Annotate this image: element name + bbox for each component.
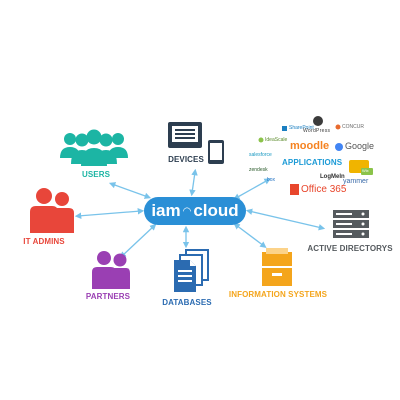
databases-icon	[174, 249, 209, 292]
connectors	[74, 168, 326, 259]
wix-icon	[361, 168, 373, 175]
information-systems-label: INFORMATION SYSTEMS	[228, 290, 328, 299]
app-concur: CONCUR	[342, 124, 364, 130]
app-wordpress: WordPress	[303, 128, 331, 134]
app-office365: Office 365	[301, 184, 347, 195]
hub-iam-text: iam	[151, 201, 181, 220]
partners-icon	[92, 251, 130, 289]
app-ideascale: IdeaScale	[265, 137, 288, 143]
app-logo-marks	[258, 116, 373, 195]
active-directorys-icon	[333, 210, 369, 238]
devices-label: DEVICES	[168, 155, 204, 164]
iam-cloud-hub: iam ◠ cloud	[144, 197, 246, 225]
partners-label: PARTNERS	[85, 292, 131, 301]
ideascale-icon	[258, 137, 264, 143]
hub-cloud-text: cloud	[193, 201, 239, 220]
app-box: box	[267, 177, 276, 183]
app-google: Google	[345, 141, 375, 151]
sharepoint-icon	[282, 126, 287, 131]
connector-partners	[119, 223, 157, 259]
it-admins-label: IT ADMINS	[23, 237, 65, 246]
connector-active-directorys	[245, 208, 326, 231]
app-moodle: moodle	[290, 140, 330, 152]
users-label: USERS	[81, 170, 111, 179]
active-directorys-label: ACTIVE DIRECTORYS	[307, 244, 393, 253]
app-zendesk: zendesk	[249, 167, 268, 173]
app-sharepoint: SharePoint	[289, 125, 314, 131]
google-icon	[335, 143, 343, 151]
connector-it-admins	[74, 208, 145, 219]
app-yammer: yammer	[343, 178, 369, 185]
connector-information-systems	[233, 223, 267, 248]
concur-icon	[335, 124, 341, 130]
app-salesforce: salesforce	[249, 152, 272, 158]
connector-devices	[189, 168, 198, 197]
users-icon	[60, 129, 128, 166]
databases-label: DATABASES	[162, 298, 212, 307]
app-logmein: LogMeIn	[320, 174, 345, 180]
wifi-icon: ◠	[182, 205, 192, 217]
connector-users	[108, 182, 152, 199]
office365-icon	[290, 184, 299, 195]
app-wix: Wix	[362, 168, 369, 173]
applications-label: APPLICATIONS	[282, 158, 343, 167]
information-systems-icon	[262, 248, 292, 286]
connector-applications	[233, 178, 271, 200]
it-admins-icon	[30, 188, 74, 233]
devices-icon	[168, 122, 224, 164]
wordpress-icon	[313, 116, 323, 126]
